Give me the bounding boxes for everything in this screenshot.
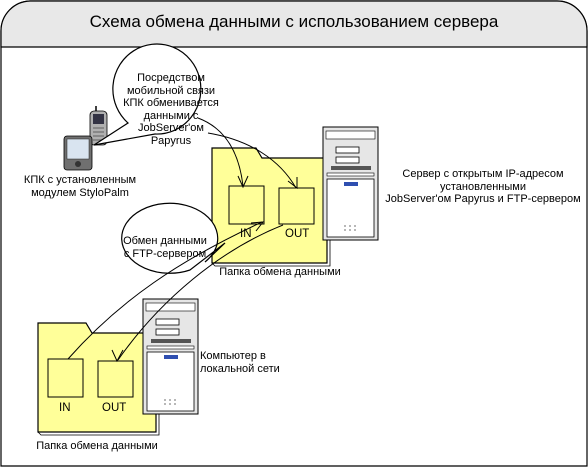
pda-label-line: модулем StyloPalm <box>31 186 129 199</box>
pda-icon <box>63 135 93 171</box>
local-in-label: IN <box>59 402 71 414</box>
bubble-line: мобильной связи <box>126 84 216 97</box>
local-computer-tower <box>142 298 199 415</box>
local-folder-caption: Папка обмена данными <box>36 440 158 452</box>
bubble-line: данными с <box>143 109 199 122</box>
bubble-line: Посредством <box>137 72 205 84</box>
server-tower <box>322 126 379 241</box>
local-computer-label: Компьютер в локальной сети <box>200 350 310 375</box>
server-label-line: установленными <box>440 180 526 193</box>
pda-label-line: КПК с установленным <box>23 174 137 186</box>
local-in-to-server-link <box>67 221 263 360</box>
local-in-subfolder <box>47 358 84 398</box>
server-label-line: Сервер с открытым IP-адресом <box>402 168 564 180</box>
local-label-line: Компьютер в <box>200 350 266 362</box>
server-out-label: OUT <box>285 228 310 240</box>
pda-bubble <box>93 43 202 146</box>
server-in-label: IN <box>240 228 252 240</box>
pda-label: КПК с установленным модулем StyloPalm <box>10 174 150 199</box>
ftp-bubble <box>121 202 226 274</box>
local-label-line: локальной сети <box>200 362 280 375</box>
in-arrow-server <box>237 175 249 189</box>
mobile-phone-icon <box>89 106 108 146</box>
pda-to-out-link <box>207 132 297 189</box>
in-arrow-local <box>250 221 265 232</box>
out-arrow-local <box>111 349 124 363</box>
server-label-line: JobServer'ом Papyrus и FTP-сервером <box>385 193 581 205</box>
server-out-to-local-link <box>117 224 284 361</box>
bubble-line: с FTP-сервером <box>123 247 207 260</box>
server-out-subfolder <box>278 187 315 225</box>
local-out-label: OUT <box>102 402 127 414</box>
pda-to-in-link <box>197 117 244 187</box>
bubble-line: Papyrus <box>150 134 192 147</box>
diagram-title: Схема обмена данными с использованием се… <box>89 12 499 31</box>
bubble-line: JobServer'ом <box>138 122 204 134</box>
ftp-bubble-text: Обмен данными с FTP-сервером <box>100 235 230 260</box>
pda-bubble-text: Посредством мобильной связи КПК обменива… <box>117 72 225 147</box>
title-band <box>0 0 588 48</box>
server-label: Сервер с открытым IP-адресом установленн… <box>378 168 588 206</box>
local-out-subfolder <box>97 360 134 398</box>
out-arrow-server <box>287 177 298 190</box>
bubble-line: КПК обменивается <box>123 97 219 109</box>
server-in-subfolder <box>228 185 265 225</box>
bubble-line: Обмен данными <box>123 235 207 247</box>
server-folder-caption: Папка обмена данными <box>219 266 341 278</box>
